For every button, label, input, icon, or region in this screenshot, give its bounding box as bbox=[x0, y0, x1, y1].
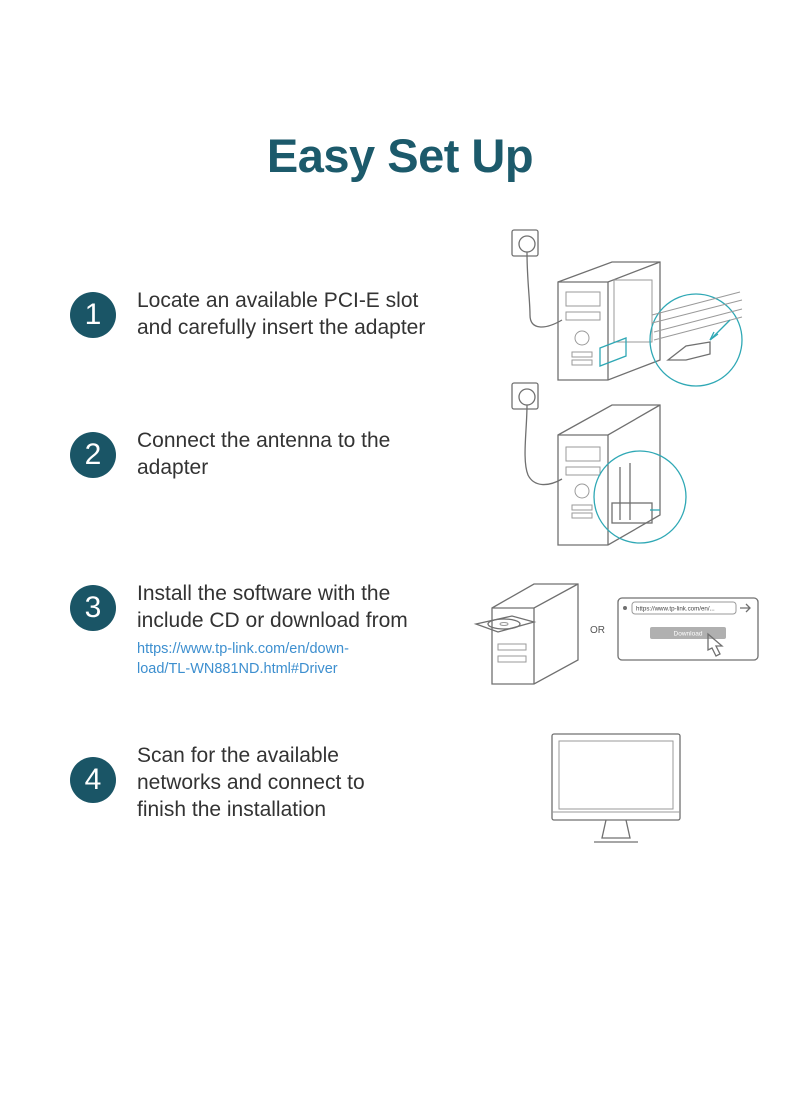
step-text-line: Install the software with the bbox=[137, 582, 391, 605]
browser-url-text: https://www.tp-link.com/en/... bbox=[636, 606, 715, 613]
pci-slot-callout-icon bbox=[649, 291, 743, 387]
step-text-line: and carefully insert the adapter bbox=[137, 316, 426, 339]
step-3: 3 Install the software with the include … bbox=[70, 582, 490, 683]
antenna-callout-icon bbox=[593, 450, 687, 544]
browser-window-icon: https://www.tp-link.com/en/... Download bbox=[617, 597, 759, 661]
step-description: Locate an available PCI-E slot and caref… bbox=[137, 287, 497, 341]
step-description: Install the software with the include CD… bbox=[137, 580, 497, 634]
or-label: OR bbox=[590, 625, 605, 636]
step-description: Scan for the available networks and conn… bbox=[137, 742, 497, 823]
page-title: Easy Set Up bbox=[266, 129, 534, 182]
pointer-hand-icon bbox=[707, 632, 724, 657]
step-number-badge: 1 bbox=[70, 292, 116, 338]
step-number-badge: 2 bbox=[70, 432, 116, 478]
pc-tower-icon bbox=[557, 404, 661, 546]
link-text-line[interactable]: https://www.tp-link.com/en/down- bbox=[137, 641, 349, 657]
pc-tower-icon bbox=[557, 261, 661, 381]
step-1: 1 Locate an available PCI-E slot and car… bbox=[70, 289, 490, 360]
pc-insert-card-illustration bbox=[511, 229, 743, 387]
step-text-line: networks and connect to bbox=[137, 771, 365, 794]
step-text-line: adapter bbox=[137, 456, 209, 479]
software-install-illustration: OR https://www.tp-link.com/en/... Downlo… bbox=[473, 583, 759, 685]
step-text-line: include CD or download from bbox=[137, 609, 408, 632]
step-text-line: Locate an available PCI-E slot bbox=[137, 289, 419, 312]
download-button-label: Download bbox=[674, 631, 703, 638]
driver-download-link[interactable]: https://www.tp-link.com/en/down- load/TL… bbox=[137, 639, 467, 679]
step-text-line: finish the installation bbox=[137, 798, 327, 821]
step-text-line: Connect the antenna to the bbox=[137, 429, 391, 452]
step-number-badge: 4 bbox=[70, 757, 116, 803]
step-2: 2 Connect the antenna to the adapter bbox=[70, 429, 490, 500]
pc-cd-drive-icon bbox=[473, 583, 579, 685]
step-4: 4 Scan for the available networks and co… bbox=[70, 744, 490, 835]
monitor-illustration bbox=[551, 733, 681, 843]
pc-antenna-illustration bbox=[511, 382, 687, 546]
step-text-line: Scan for the available bbox=[137, 744, 339, 767]
step-description: Connect the antenna to the adapter bbox=[137, 427, 497, 481]
wall-outlet-icon bbox=[511, 229, 563, 328]
step-number-badge: 3 bbox=[70, 585, 116, 631]
link-text-line[interactable]: load/TL-WN881ND.html#Driver bbox=[137, 661, 338, 677]
wall-outlet-icon bbox=[511, 382, 563, 486]
